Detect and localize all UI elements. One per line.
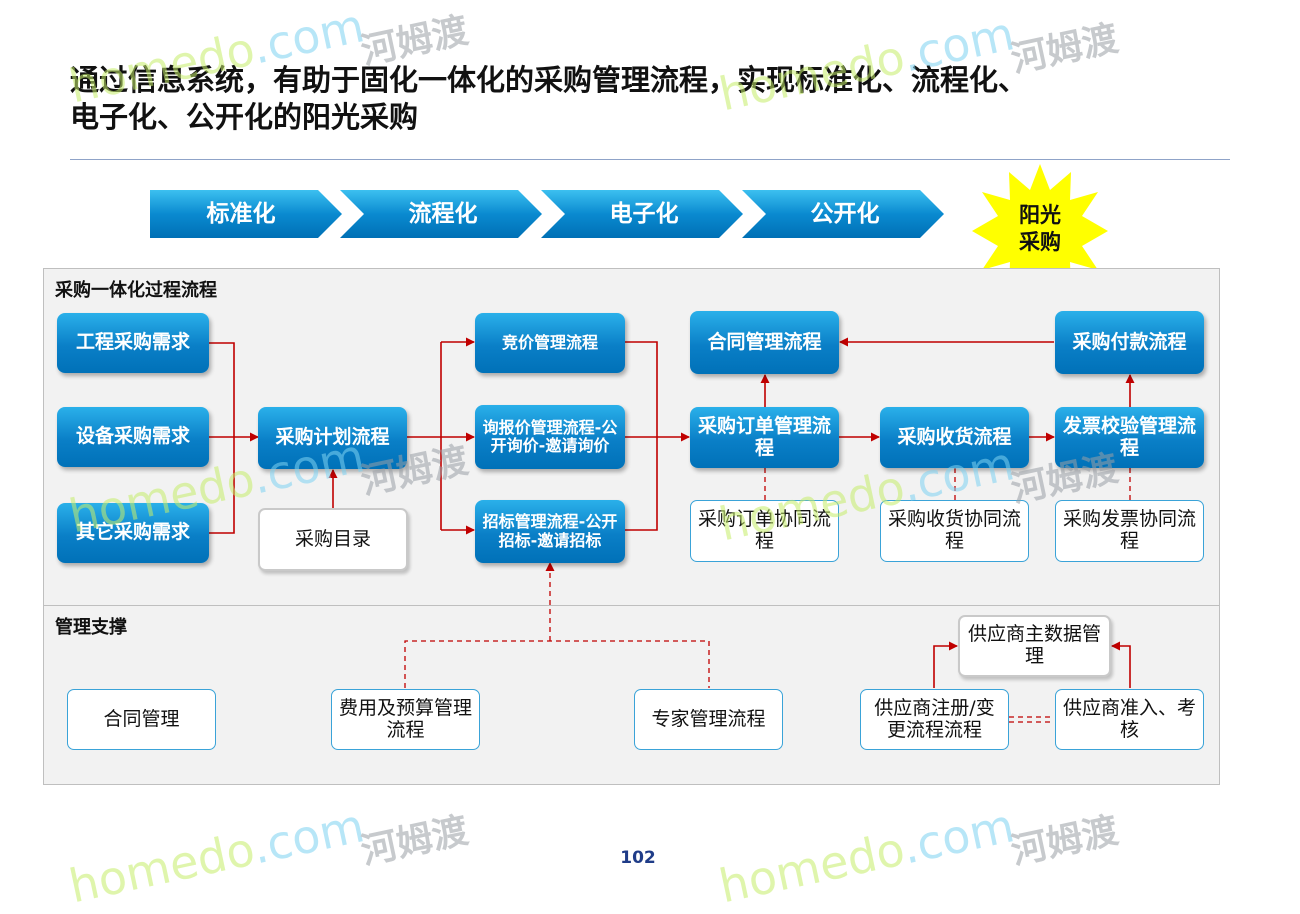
title-divider xyxy=(70,159,1230,160)
node-equipment-demand: 设备采购需求 xyxy=(57,407,209,467)
node-tender: 招标管理流程-公开招标-邀请招标 xyxy=(475,500,625,563)
node-budget: 费用及预算管理流程 xyxy=(331,689,480,750)
node-inquiry: 询报价管理流程-公开询价-邀请询价 xyxy=(475,405,625,469)
node-engineering-demand: 工程采购需求 xyxy=(57,313,209,373)
chevron-label: 电子化 xyxy=(609,201,679,227)
node-supplier-register: 供应商注册/变更流程流程 xyxy=(860,689,1009,750)
chevron-label: 标准化 xyxy=(206,201,276,227)
support-section-label: 管理支撑 xyxy=(55,617,127,638)
node-order-collab: 采购订单协同流程 xyxy=(690,500,839,562)
node-other-demand: 其它采购需求 xyxy=(57,503,209,563)
node-bidding-price: 竞价管理流程 xyxy=(475,313,625,373)
node-purchase-catalog: 采购目录 xyxy=(258,508,408,571)
chevron-label: 流程化 xyxy=(408,201,478,227)
node-payment: 采购付款流程 xyxy=(1055,311,1204,374)
node-invoice-check: 发票校验管理流程 xyxy=(1055,407,1204,468)
chevron-label: 公开化 xyxy=(810,201,880,227)
node-supplier-master: 供应商主数据管理 xyxy=(958,615,1111,677)
node-contract-flow: 合同管理流程 xyxy=(690,311,839,374)
node-receiving: 采购收货流程 xyxy=(880,407,1029,468)
node-invoice-collab: 采购发票协同流程 xyxy=(1055,500,1204,562)
page-title: 通过信息系统，有助于固化一体化的采购管理流程，实现标准化、流程化、电子化、公开化… xyxy=(70,63,1028,134)
chevron-electronic: 电子化 xyxy=(541,190,743,238)
chevron-public: 公开化 xyxy=(742,190,944,238)
star-line-2: 采购 xyxy=(1019,230,1061,254)
node-contract-management: 合同管理 xyxy=(67,689,216,750)
sunshine-procurement-star: 阳光 采购 xyxy=(970,162,1110,300)
chevron-process: 流程化 xyxy=(340,190,542,238)
chevron-standardization: 标准化 xyxy=(150,190,342,238)
node-supplier-access: 供应商准入、考核 xyxy=(1055,689,1204,750)
node-purchase-plan: 采购计划流程 xyxy=(258,407,407,469)
page-number: 102 xyxy=(620,848,656,868)
node-purchase-order: 采购订单管理流程 xyxy=(690,407,839,468)
node-receiving-collab: 采购收货协同流程 xyxy=(880,500,1029,562)
process-section-label: 采购一体化过程流程 xyxy=(55,280,217,301)
star-line-1: 阳光 xyxy=(1019,203,1061,227)
node-expert: 专家管理流程 xyxy=(634,689,783,750)
